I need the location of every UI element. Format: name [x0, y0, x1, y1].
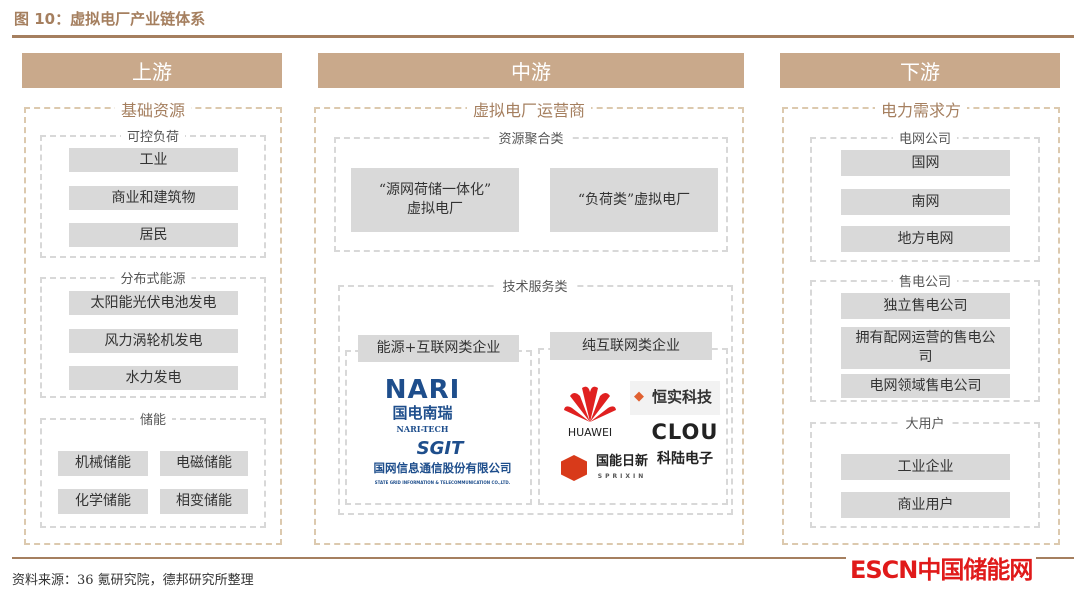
item: 地方电网: [841, 226, 1010, 252]
sgit-english-name: STATE GRID INFORMATION & TELECOMMUNICATI…: [374, 480, 511, 485]
group-label: 分布式能源: [114, 268, 192, 287]
sgit-logo: SGIT: [416, 438, 464, 459]
sprixin-icon: [561, 455, 587, 481]
source-note: 资料来源：36 氪研究院，德邦研究所整理: [12, 573, 254, 588]
section-title: 虚拟电厂运营商: [466, 97, 592, 121]
group-label: 售电公司: [892, 271, 958, 290]
nari-tech-text: NARI-TECH: [396, 424, 449, 434]
huawei-logo: HUAWEI: [567, 426, 613, 439]
item: 独立售电公司: [841, 293, 1010, 319]
sprixin-english-name: SPRIXIN: [597, 473, 647, 480]
header-upstream: 上游: [22, 53, 282, 88]
item: 拥有配网运营的售电公司: [841, 327, 1010, 369]
figure-title: 图 10：虚拟电厂产业链体系: [14, 10, 206, 28]
header-downstream: 下游: [780, 53, 1060, 88]
item: 相变储能: [160, 489, 248, 514]
section-title: 基础资源: [114, 97, 192, 121]
item: 电磁储能: [160, 451, 248, 476]
group-label: 技术服务类: [496, 276, 574, 295]
group-label: 能源+互联网类企业: [358, 335, 519, 362]
item: 化学储能: [58, 489, 148, 514]
bottom-rule: [12, 557, 1074, 559]
item: “源网荷储一体化” 虚拟电厂: [351, 168, 519, 232]
item: 国网: [841, 150, 1010, 176]
item: 南网: [841, 189, 1010, 215]
item: 商业和建筑物: [69, 186, 238, 210]
group-label: 可控负荷: [120, 126, 186, 145]
nari-chinese-name: 国电南瑞: [392, 404, 453, 422]
item: 工业企业: [841, 454, 1010, 480]
item: 太阳能光伏电池发电: [69, 291, 238, 315]
header-midstream: 中游: [318, 53, 744, 88]
escn-watermark-logo: ESCN中国储能网: [846, 550, 1037, 585]
hengshi-icon: ◆: [634, 389, 644, 404]
item: 居民: [69, 223, 238, 247]
clou-chinese-name: 科陆电子: [657, 451, 713, 467]
hengshi-logo-bg: [630, 381, 720, 415]
item: 商业用户: [841, 492, 1010, 518]
sprixin-logo: 国能日新: [595, 454, 648, 469]
group-label: 纯互联网类企业: [550, 332, 712, 360]
item: 水力发电: [69, 366, 238, 390]
group-label: 大用户: [899, 413, 951, 432]
group-label: 资源聚合类: [492, 128, 570, 147]
group-label: 储能: [133, 409, 173, 428]
hengshi-logo: 恒实科技: [652, 388, 713, 406]
item: 风力涡轮机发电: [69, 329, 238, 353]
item: 电网领域售电公司: [841, 374, 1010, 398]
section-title: 电力需求方: [874, 97, 968, 121]
item: 工业: [69, 148, 238, 172]
top-rule: [12, 35, 1074, 38]
group-label: 电网公司: [892, 128, 958, 147]
nari-logo: NARI: [384, 375, 461, 405]
sgit-chinese-name: 国网信息通信股份有限公司: [373, 461, 512, 475]
clou-logo: CLOU: [651, 420, 719, 444]
huawei-petals-icon: [564, 386, 616, 422]
item: “负荷类”虚拟电厂: [550, 168, 718, 232]
item: 机械储能: [58, 451, 148, 476]
